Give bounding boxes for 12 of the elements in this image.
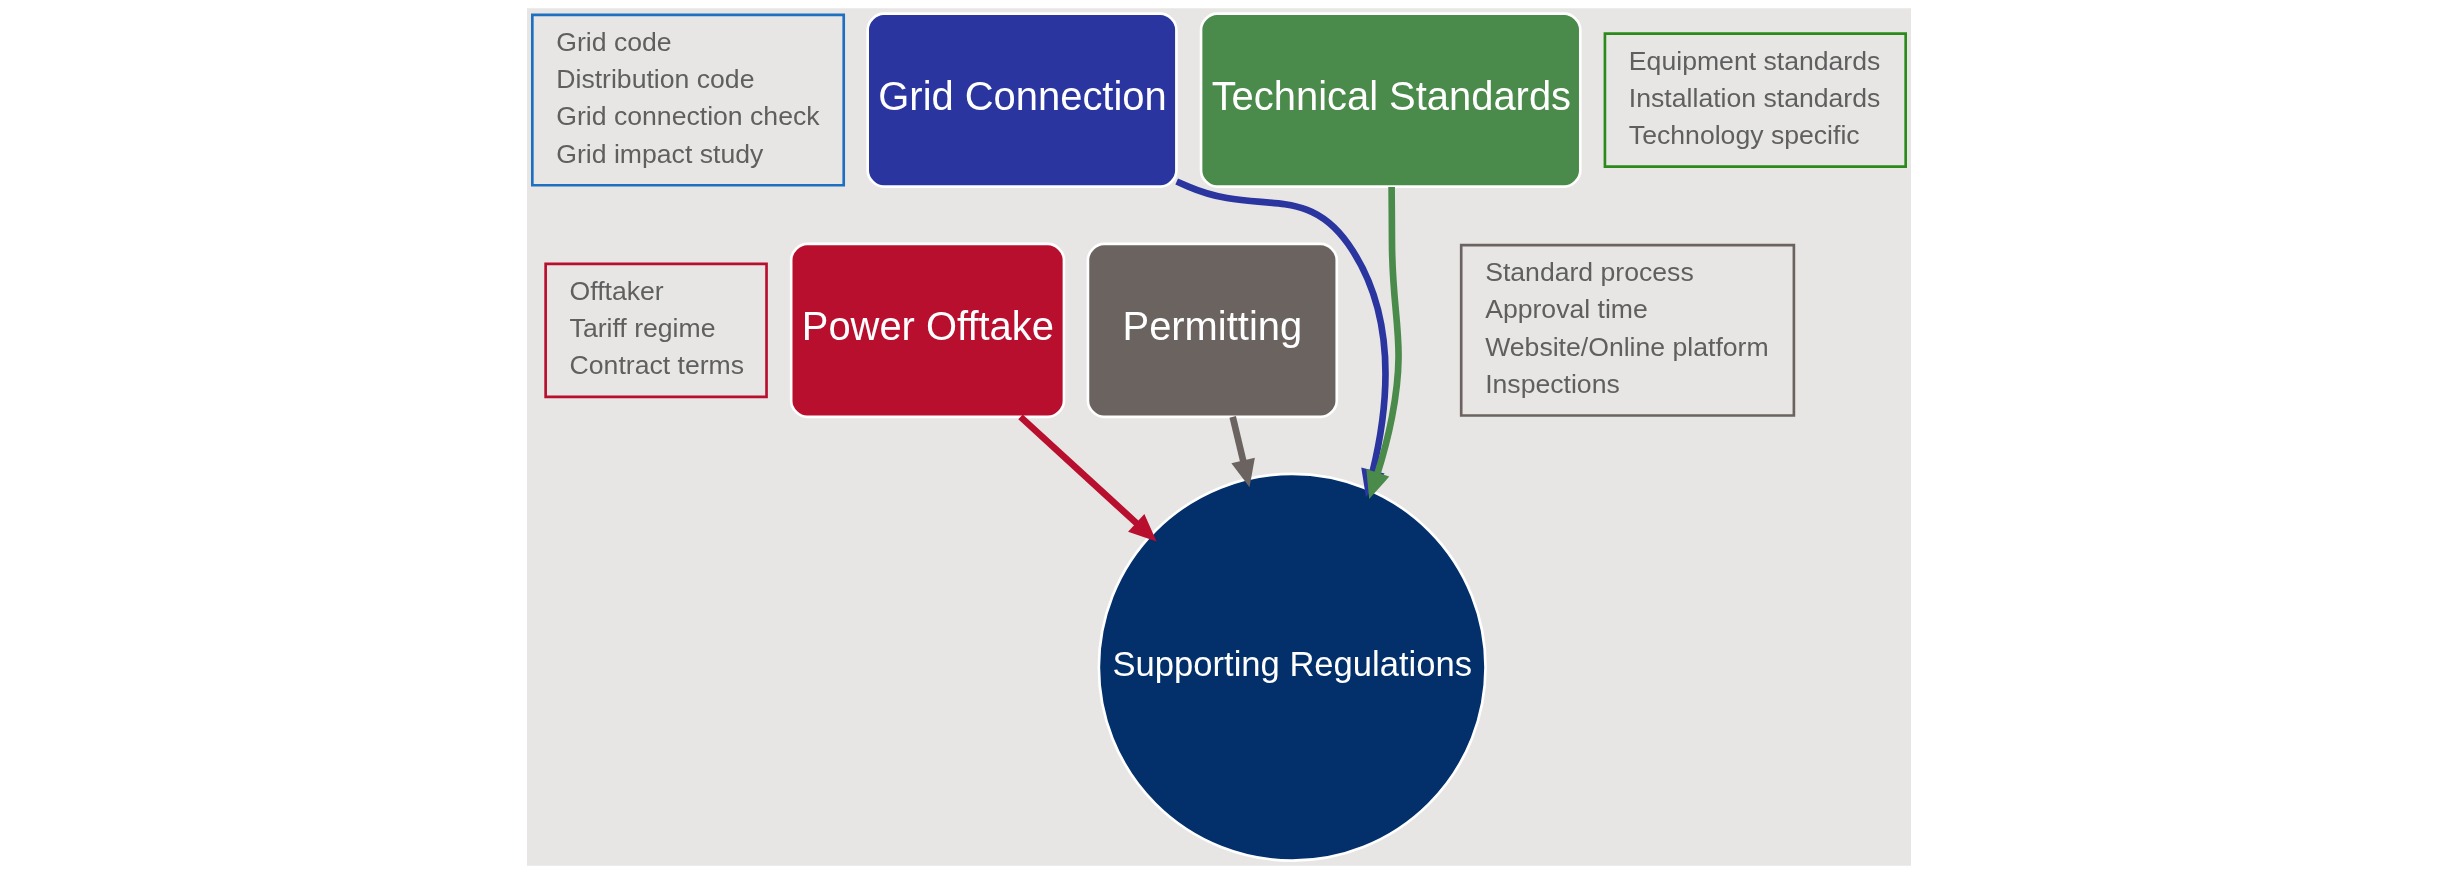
arrow xyxy=(1018,414,1157,542)
node-box: Offtaker Tariff regime Contract terms xyxy=(544,262,768,399)
node-box: Equipment standards Installation standards Technology specific xyxy=(1603,32,1907,168)
node-box: Standard process Approval time Website/Online platform Inspections xyxy=(1459,243,1796,417)
node-circle: Supporting Regulations xyxy=(1097,472,1487,862)
node-box: Grid code Distribution code Grid connection check Grid impact study xyxy=(531,13,846,187)
node-box: Permitting xyxy=(1086,242,1339,419)
arrow xyxy=(1366,186,1402,500)
arrow xyxy=(1229,416,1255,488)
node-box: Power Offtake xyxy=(789,242,1066,419)
node-box: Grid Connection xyxy=(866,12,1178,188)
node-box: Technical Standards xyxy=(1199,12,1582,188)
